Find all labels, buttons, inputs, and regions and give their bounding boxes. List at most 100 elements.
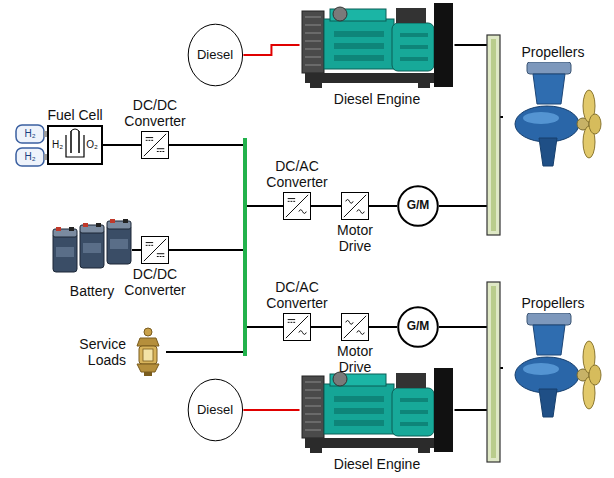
caption-group: Diesel Engine: [334, 91, 420, 107]
diesel-engine: Diesel Engine: [300, 366, 455, 474]
node-label: Service Loads: [79, 336, 126, 368]
node-label: DC/AC Converter: [266, 279, 327, 311]
dc-dc-converter: DC/DC Converter: [124, 236, 185, 300]
gas-label: H₂: [24, 152, 35, 162]
fuel-cell: Fuel CellH₂ O₂: [47, 105, 103, 165]
caption-group: Service Loads: [79, 336, 126, 368]
service-load-icon: [137, 328, 159, 376]
node-label: DC/DC Converter: [124, 266, 185, 298]
power-line: [169, 206, 283, 250]
node-label: Fuel Cell: [47, 107, 102, 123]
caption-group: DC/AC Converter: [266, 158, 327, 190]
dc-dc-converter-shape: [141, 131, 169, 159]
power-line: [311, 205, 341, 207]
fuel-supply-ellipse: Diesel: [187, 23, 244, 87]
caption-group: DC/DC Converter: [124, 97, 185, 129]
fuel-supply-ellipse: Diesel: [187, 378, 244, 442]
battery-shape: [52, 219, 132, 281]
caption-group: DC/DC Converter: [124, 266, 185, 298]
converter-symbol: [284, 314, 310, 340]
service-loads-shape: [130, 328, 166, 376]
power-line: [169, 145, 283, 327]
node-label: G/M: [407, 320, 430, 334]
fuel-supply-ellipse-shape: Diesel: [187, 23, 244, 87]
converter-symbol: [342, 314, 368, 340]
generator-motor-shape: G/M: [397, 185, 439, 227]
power-line: [169, 145, 283, 206]
power-line: [369, 205, 397, 207]
converter-symbol: [284, 193, 310, 219]
dc-ac-converter: DC/AC Converter: [266, 277, 327, 341]
caption-group: Propellers: [521, 295, 584, 311]
service-loads: Service Loads: [79, 328, 166, 376]
node-label: Propellers: [521, 44, 584, 60]
caption-group: Motor Drive: [337, 343, 373, 375]
propeller-unit-shape: [503, 62, 603, 172]
node-label: Diesel Engine: [334, 456, 420, 472]
node-label: Diesel Engine: [334, 91, 420, 107]
propeller-shaft: [487, 35, 500, 235]
generator-motor-shape: G/M: [397, 306, 439, 348]
node-label: Motor Drive: [337, 222, 373, 254]
dc-dc-converter-shape: [141, 236, 169, 264]
diesel-engine-picture: [302, 368, 453, 453]
propeller-unit: Propellers: [503, 293, 603, 423]
power-line: [243, 409, 299, 411]
caption-group: Motor Drive: [337, 222, 373, 254]
dc-bus: [243, 138, 247, 356]
gas-label: O₂: [86, 139, 98, 151]
node-label: Diesel: [197, 403, 233, 418]
fuel-cell-shape: H₂ O₂: [47, 125, 103, 165]
motor-drive: Motor Drive: [337, 192, 373, 256]
battery-picture: [53, 219, 131, 272]
propeller-picture: [515, 313, 601, 417]
node-label: Diesel: [197, 48, 233, 63]
propeller-picture: [515, 62, 601, 166]
caption-group: DC/AC Converter: [266, 279, 327, 311]
dc-dc-converter: DC/DC Converter: [124, 95, 185, 159]
node-label: DC/AC Converter: [266, 158, 327, 190]
propeller-unit: Propellers: [503, 42, 603, 172]
caption-group: Battery: [70, 283, 114, 299]
gas-label: H₂: [52, 139, 63, 151]
hydrogen-tanks: [16, 125, 48, 166]
diesel-engine-picture: [302, 3, 453, 88]
diesel-engine-shape: [300, 1, 455, 89]
node-label: Propellers: [521, 295, 584, 311]
power-line: [166, 250, 245, 352]
caption-group: Propellers: [521, 44, 584, 60]
motor-drive-shape: [341, 313, 369, 341]
generator-motor: G/M: [397, 306, 439, 348]
motor-drive-shape: [341, 192, 369, 220]
converter-symbol: [142, 132, 168, 158]
node-label: Battery: [70, 283, 114, 299]
power-line: [169, 250, 283, 327]
caption-group: Diesel Engine: [334, 456, 420, 472]
node-label: G/M: [407, 199, 430, 213]
diesel-engine-shape: [300, 366, 455, 454]
battery: Battery: [52, 219, 132, 301]
power-line: [369, 326, 397, 328]
power-line: [166, 145, 245, 352]
dc-ac-converter: DC/AC Converter: [266, 156, 327, 220]
dc-ac-converter-shape: [283, 192, 311, 220]
diesel-engine: Diesel Engine: [300, 1, 455, 109]
generator-motor: G/M: [397, 185, 439, 227]
node-label: Motor Drive: [337, 343, 373, 375]
power-line: [243, 45, 299, 55]
propeller-unit-shape: [503, 313, 603, 423]
converter-symbol: [342, 193, 368, 219]
caption-group: Fuel Cell: [47, 107, 102, 123]
propeller-shaft: [487, 282, 500, 462]
fuel-supply-ellipse-shape: Diesel: [187, 378, 244, 442]
power-line: [103, 144, 141, 146]
node-label: DC/DC Converter: [124, 97, 185, 129]
power-line: [132, 249, 141, 251]
dc-ac-converter-shape: [283, 313, 311, 341]
gas-label: H₂: [24, 129, 35, 139]
power-line: [311, 326, 341, 328]
motor-drive: Motor Drive: [337, 313, 373, 377]
converter-symbol: [142, 237, 168, 263]
